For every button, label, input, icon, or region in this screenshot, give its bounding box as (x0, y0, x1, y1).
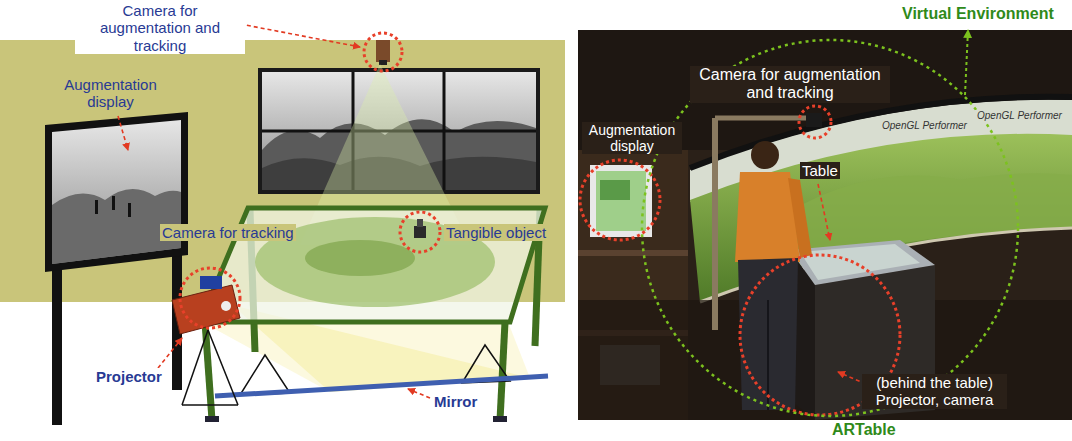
projector-part (221, 301, 231, 311)
photo-scene-part (600, 180, 630, 200)
highlight-circle (400, 212, 440, 252)
mirror (215, 345, 548, 396)
photo-scene-part (715, 116, 808, 121)
photo-scene-part (767, 300, 769, 410)
augmentation-display-part (52, 120, 181, 264)
mirror-part (240, 355, 290, 395)
photo-label: (behind the table) Projector, camera (862, 374, 1007, 409)
table-part (305, 240, 415, 276)
photo-scene-part (580, 160, 660, 240)
augmentation-display (45, 112, 188, 425)
photo-scene-part (818, 184, 830, 240)
leader-arrow (118, 116, 128, 150)
part-label: Camera for tracking (160, 224, 296, 241)
photo-scene-part (596, 171, 646, 231)
tangible-object-part (414, 226, 426, 238)
logo-text: OpenGL Performer (975, 110, 1064, 122)
photo-scene-part (790, 240, 935, 285)
region-circle (642, 40, 1018, 416)
region-label: Virtual Environment (900, 5, 1056, 23)
augmentation-display-part (45, 112, 188, 272)
left-scene (0, 24, 565, 425)
augmentation-display-part (128, 203, 131, 217)
augmentation-display-part (112, 196, 115, 210)
projector-part (172, 285, 240, 334)
photo-scene-part (738, 258, 798, 410)
photo-scene (578, 30, 1072, 420)
projector-part (182, 404, 238, 406)
mirror-part (215, 376, 548, 396)
part-label: Camera for augmentation and tracking (75, 2, 245, 54)
leader-arrow (965, 30, 968, 95)
projector-part (208, 330, 238, 405)
table-part (493, 416, 507, 422)
leader-arrow (240, 24, 360, 47)
camera-icon (376, 40, 390, 65)
projector-part (182, 330, 208, 405)
tangible-object-part (417, 219, 423, 227)
photo-label: Table (800, 162, 840, 179)
part-label: Tangible object (444, 224, 548, 241)
photo-label: Camera for augmentation and tracking (690, 66, 890, 103)
highlight-circle (364, 33, 402, 71)
photo-label: Augmentation display (582, 122, 682, 154)
logo-text: OpenGL Performer (880, 120, 969, 132)
camera-icon-part (379, 60, 387, 65)
photo-scene-part (578, 30, 1072, 420)
photo-scene-part (751, 141, 779, 169)
region-label: ARTable (830, 421, 898, 439)
photo-scene-part (578, 250, 688, 256)
part-label: Augmentation display (58, 76, 163, 111)
highlight-circle (180, 268, 240, 328)
camera-icon-part (376, 40, 390, 62)
projector (172, 276, 240, 405)
photo-scene-part (712, 118, 718, 330)
projector-part (200, 276, 222, 289)
leader-arrow (408, 389, 430, 398)
leader-arrow (158, 338, 182, 368)
photo-scene-part (799, 106, 831, 138)
table-part (205, 416, 219, 422)
tangible-object (414, 219, 426, 238)
photo-scene-part (800, 244, 920, 280)
part-label: Mirror (432, 393, 479, 410)
part-label: Projector (94, 368, 164, 385)
photo-scene-part (806, 113, 822, 127)
augmentation-display-part (95, 200, 98, 214)
photo-scene-part (788, 178, 812, 258)
photo-scene-part (690, 97, 1072, 168)
